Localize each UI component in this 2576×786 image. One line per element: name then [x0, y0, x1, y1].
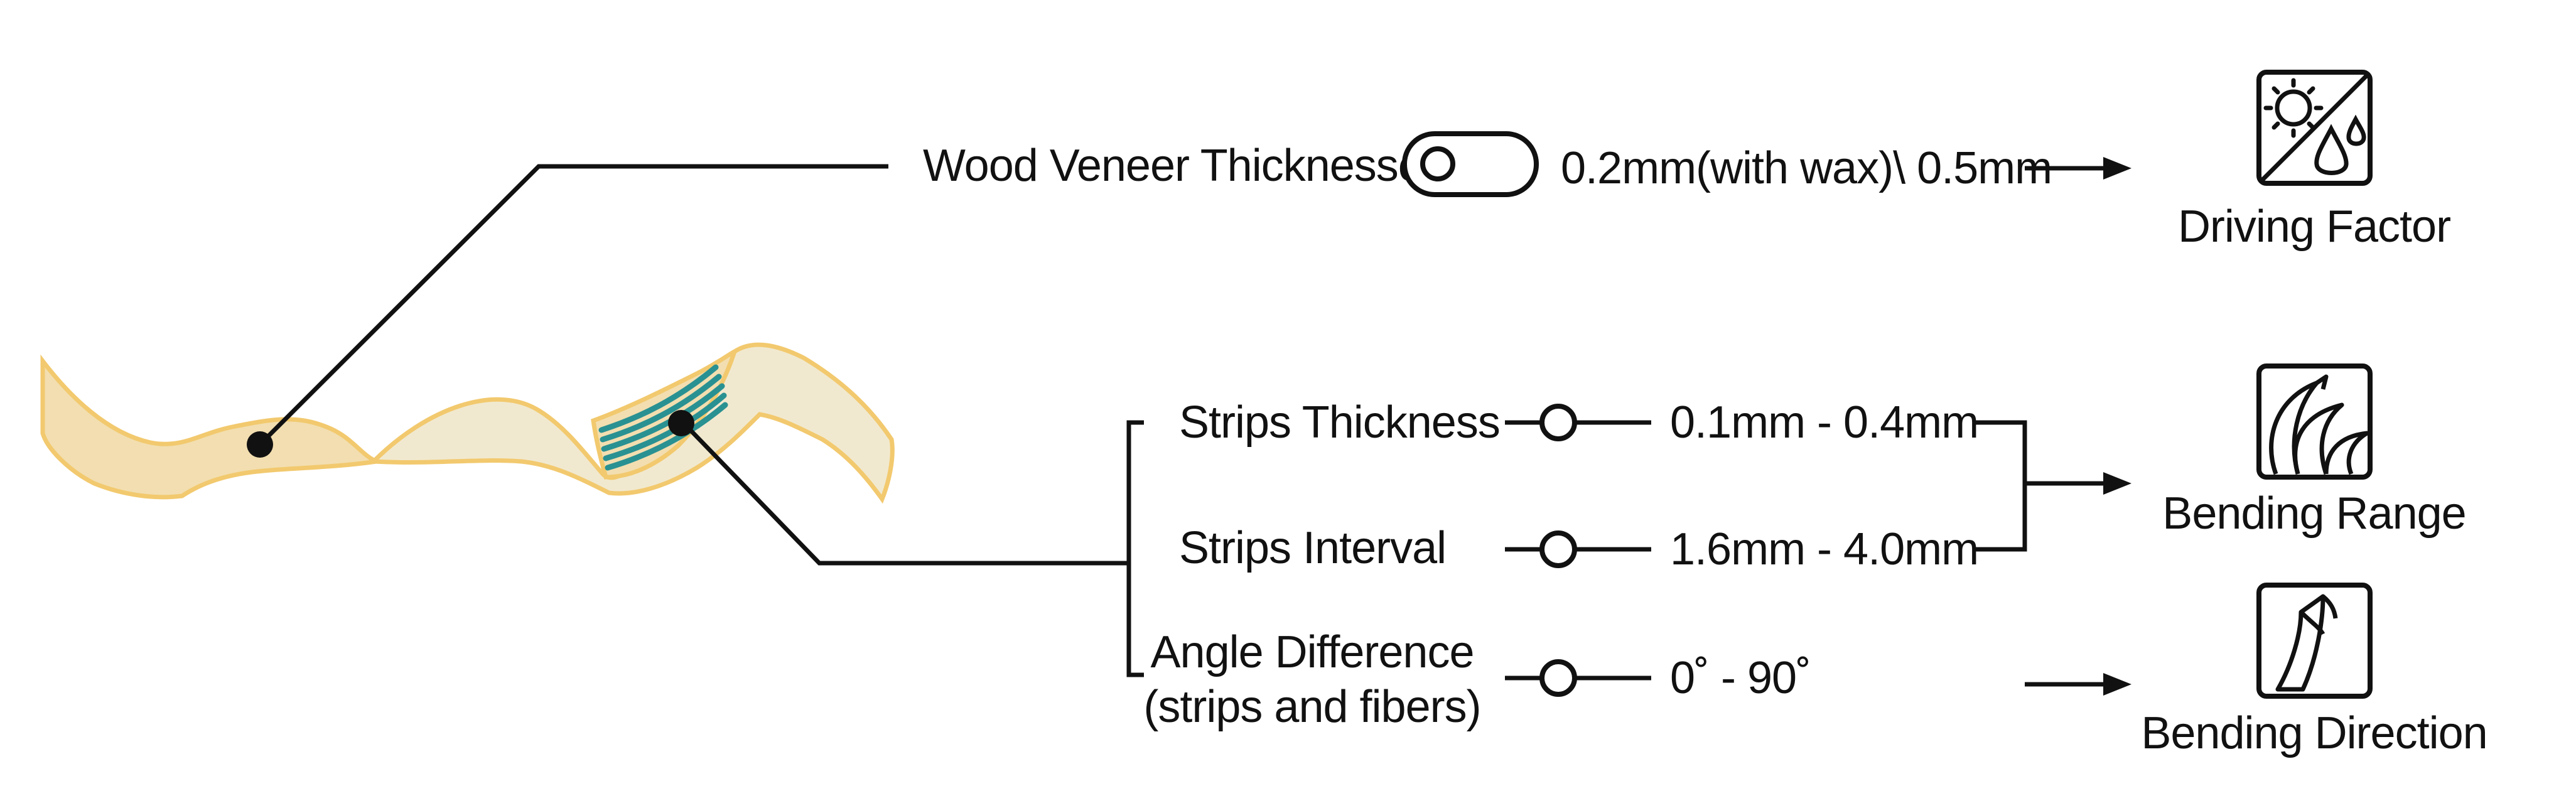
strips-anchor-dot	[668, 410, 694, 436]
veneer-illustration	[40, 342, 895, 504]
angle-difference-slider[interactable]	[1505, 659, 1651, 697]
strips-thickness-value: 0.1mm - 0.4mm	[1670, 397, 1978, 448]
strips-leader-line	[679, 419, 1129, 566]
veneer-leader-line	[258, 164, 888, 446]
veneer-front-face	[40, 354, 385, 500]
bending-direction-label: Bending Direction	[2141, 708, 2487, 758]
veneer-toggle-switch[interactable]	[1402, 131, 1539, 197]
veneer-arrow	[2025, 157, 2131, 180]
angle-difference-label: Angle Difference	[1151, 627, 1474, 677]
bending-range-arrow	[2025, 472, 2131, 495]
strips-interval-label: Strips Interval	[1179, 523, 1446, 573]
veneer-value: 0.2mm(with wax)\ 0.5mm	[1561, 143, 2052, 193]
angle-difference-value: 0˚ - 90˚	[1670, 653, 1811, 703]
veneer-back-face	[368, 342, 895, 504]
sun-rain-icon	[2256, 70, 2373, 186]
teal-strips	[598, 364, 728, 471]
curled-leaves-icon	[2256, 363, 2373, 480]
angle-difference-sublabel: (strips and fibers)	[1143, 682, 1480, 732]
bending-direction-arrow	[2025, 673, 2131, 696]
strips-interval-slider[interactable]	[1505, 530, 1651, 568]
strips-thickness-label: Strips Thickness	[1179, 397, 1500, 448]
veneer-anchor-dot	[247, 431, 273, 458]
veneer-label: Wood Veneer Thicknesses	[923, 141, 1445, 191]
strips-interval-value: 1.6mm - 4.0mm	[1670, 524, 1978, 574]
twisted-strip-icon	[2256, 583, 2373, 699]
connector-lines	[258, 164, 1144, 677]
driving-factor-label: Driving Factor	[2178, 202, 2450, 252]
strips-bracket	[1126, 420, 1144, 677]
strips-thickness-slider[interactable]	[1505, 404, 1651, 441]
bending-range-bracket	[1973, 420, 2027, 552]
bending-range-label: Bending Range	[2162, 488, 2466, 539]
